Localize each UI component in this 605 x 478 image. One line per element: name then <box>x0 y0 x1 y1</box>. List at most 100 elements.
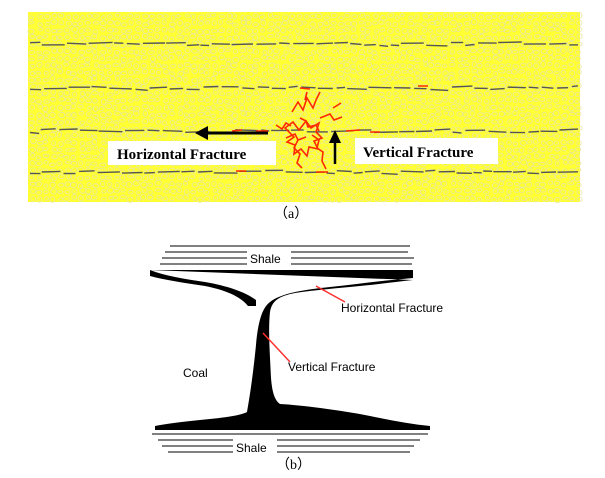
grain-particle <box>126 133 134 139</box>
grain-particle <box>519 112 527 118</box>
grain-particle <box>78 55 85 60</box>
grain-particle <box>485 176 492 181</box>
grain-particle <box>337 174 345 181</box>
grain-particle <box>86 111 92 117</box>
grain-particle <box>518 118 525 123</box>
grain-particle <box>302 167 310 174</box>
grain-particle <box>161 112 167 119</box>
grain-particle <box>498 14 505 21</box>
grain-particle <box>337 83 344 90</box>
panel-a-caption: （a） <box>274 206 308 222</box>
bedding-segment <box>157 170 180 173</box>
grain-particle <box>365 179 373 187</box>
grain-particle <box>183 176 190 182</box>
grain-particle <box>35 35 43 41</box>
grain-particle <box>289 57 295 62</box>
grain-particle <box>506 140 512 146</box>
grain-particle <box>231 13 237 20</box>
grain-particle <box>98 70 105 75</box>
grain-particle <box>532 146 539 152</box>
grain-particle <box>119 62 125 69</box>
grain-particle <box>190 133 197 140</box>
grain-particle <box>539 161 546 166</box>
grain-particle <box>435 77 442 82</box>
grain-particle <box>281 175 288 181</box>
grain-particle <box>128 57 134 62</box>
grain-particle <box>343 105 351 111</box>
grain-particle <box>344 196 352 202</box>
grain-particle <box>513 119 519 126</box>
grain-particle <box>498 90 506 95</box>
grain-particle <box>205 106 212 111</box>
grain-particle <box>484 194 490 201</box>
grain-particle <box>58 96 66 102</box>
grain-particle <box>141 33 149 40</box>
grain-particle <box>414 57 421 63</box>
grain-particle <box>57 104 64 112</box>
grain-particle <box>57 174 65 180</box>
grain-particle <box>456 22 463 27</box>
grain-particle <box>338 35 345 41</box>
grain-particle <box>567 40 574 47</box>
grain-particle <box>219 194 225 201</box>
grain-particle <box>400 35 407 42</box>
grain-particle <box>490 77 498 83</box>
grain-particle <box>308 62 315 68</box>
grain-particle <box>385 98 392 105</box>
grain-particle <box>387 190 394 195</box>
fracture-network <box>231 85 428 173</box>
grain-particle <box>561 13 568 18</box>
grain-particle <box>343 27 350 32</box>
grain-particle <box>372 20 379 26</box>
grain-particle <box>419 90 427 96</box>
bedding-segment <box>40 128 56 131</box>
grain-particle <box>177 41 184 47</box>
grain-particle <box>45 62 51 69</box>
grain-particle <box>401 124 409 131</box>
grain-particle <box>518 173 525 179</box>
grain-particle <box>443 75 450 81</box>
grain-particle <box>442 173 450 179</box>
grain-particle <box>317 35 324 40</box>
grain-particle <box>415 34 422 40</box>
grain-particle <box>541 111 547 118</box>
grain-particle <box>217 106 225 111</box>
grain-particle <box>413 196 420 202</box>
grain-particle <box>197 55 204 60</box>
grain-particle <box>525 181 533 188</box>
vertical-fracture-label: Vertical Fracture <box>363 145 474 161</box>
grain-particle <box>569 70 575 77</box>
grain-particle <box>115 75 121 82</box>
grain-particle <box>392 75 400 81</box>
grain-particle <box>324 27 330 35</box>
grain-particle <box>57 119 64 125</box>
grain-particle <box>169 91 177 97</box>
grain-particle <box>63 195 70 202</box>
grain-particle <box>477 47 485 54</box>
bedding-segment <box>559 128 579 131</box>
grain-particle <box>112 28 119 33</box>
grain-particle <box>92 20 100 25</box>
grain-particle <box>176 131 183 137</box>
grain-particle <box>393 197 400 203</box>
grain-particle <box>78 110 85 116</box>
grain-particle <box>337 63 345 69</box>
grain-particle <box>128 19 134 26</box>
bedding-segment <box>59 128 78 131</box>
grain-particle <box>450 175 457 181</box>
grain-particle <box>57 77 64 84</box>
grain-particle <box>168 55 174 60</box>
grain-particle <box>99 20 107 27</box>
grain-particle <box>35 125 43 132</box>
grain-particle <box>476 92 483 98</box>
grain-particle <box>323 98 331 105</box>
grain-particle <box>100 98 107 105</box>
grain-particle <box>541 84 547 90</box>
grain-particle <box>259 96 266 102</box>
grain-particle <box>407 20 415 27</box>
bedding-segment <box>88 41 113 44</box>
grain-particle <box>359 49 365 56</box>
grain-particle <box>210 113 217 118</box>
grain-particle <box>463 104 469 111</box>
grain-particle <box>85 91 91 98</box>
